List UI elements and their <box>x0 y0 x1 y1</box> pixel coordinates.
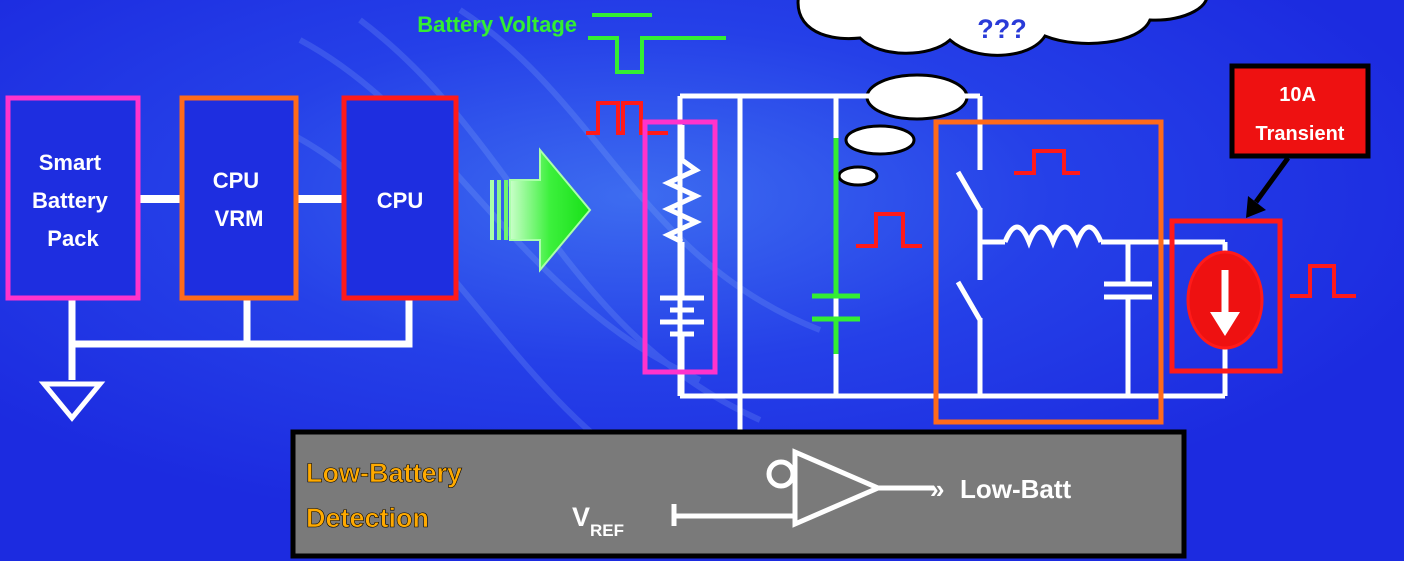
battery-current-pulse-waveform <box>586 101 668 135</box>
zoom-arrow <box>490 147 592 273</box>
thought-bubble-small <box>837 165 879 187</box>
load-pulse <box>1290 264 1356 298</box>
ground-wire <box>68 298 413 348</box>
thought-cloud: ??? <box>796 0 1208 57</box>
battery-voltage-dip-waveform <box>588 36 726 74</box>
battery-block-label: Smart Battery Pack <box>32 150 114 251</box>
comparator <box>766 448 885 528</box>
ground-symbol <box>38 381 106 422</box>
vrm-highlight-box <box>933 119 1164 425</box>
block-diagram: Smart Battery Pack CPU VRM CPU <box>5 95 459 422</box>
low-battery-detection-panel <box>290 429 1187 559</box>
transient-label-box <box>1229 63 1371 159</box>
vrm-block-label: CPU VRM <box>213 168 266 231</box>
transient-pointer-head <box>1246 196 1266 218</box>
load-highlight-box <box>1169 218 1283 374</box>
battery-highlight-box <box>642 119 718 375</box>
vref-label: VREF <box>572 502 624 540</box>
transient-label: 10A Transient <box>1256 84 1345 145</box>
detection-title: Low-Battery Detection <box>306 458 470 533</box>
vrm-pulse <box>1014 149 1080 175</box>
transient-pointer <box>1253 156 1291 204</box>
output-arrow-icon: » <box>930 474 944 504</box>
cap-pulse <box>856 212 922 248</box>
thought-bubble-medium <box>844 124 916 156</box>
cpu-block-label: CPU <box>377 188 423 213</box>
input-capacitor <box>812 138 860 354</box>
vref-wire <box>671 504 795 526</box>
cpu-vrm-block <box>179 95 299 301</box>
cpu-block <box>341 95 459 301</box>
high-side-switch <box>955 170 983 212</box>
smart-battery-pack-block <box>5 95 141 301</box>
internal-resistance <box>662 157 702 245</box>
low-batt-label: Low-Batt <box>960 474 1072 504</box>
low-side-switch <box>955 280 983 322</box>
inductor <box>1002 224 1104 249</box>
battery-voltage-label: Battery Voltage <box>417 12 577 37</box>
cloud-text: ??? <box>977 14 1026 44</box>
current-source <box>1186 250 1264 350</box>
